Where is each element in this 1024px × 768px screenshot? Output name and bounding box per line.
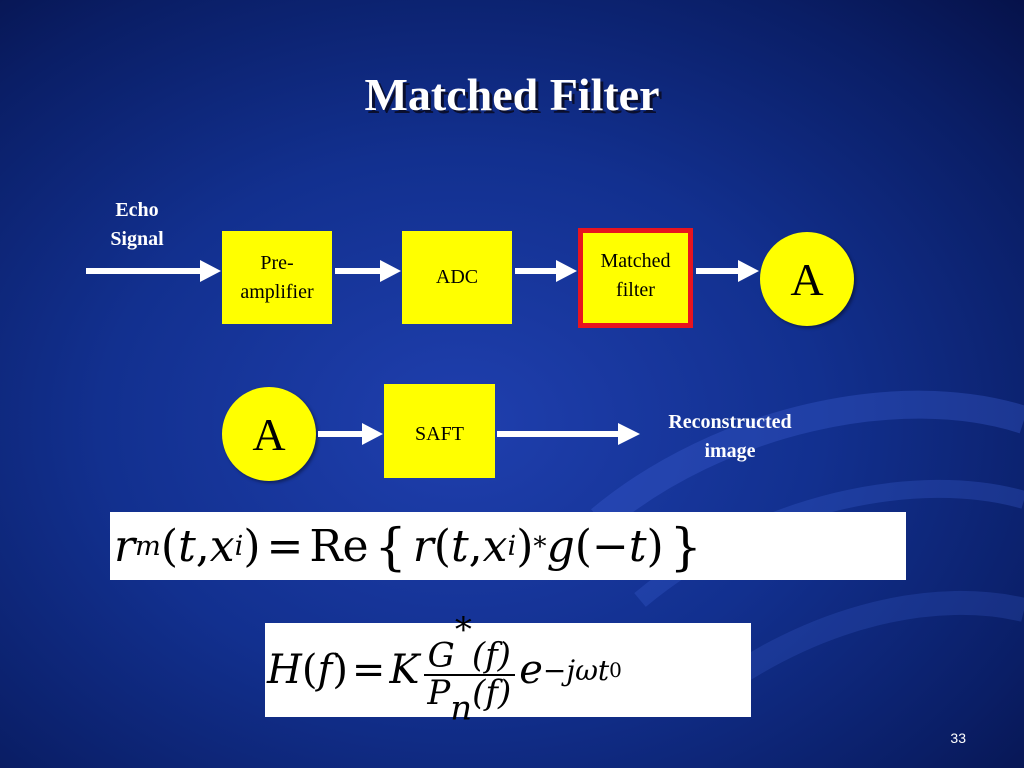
- eq2-P: P: [427, 673, 451, 714]
- eq2-equals: =: [351, 647, 386, 693]
- adc-block: ADC: [402, 231, 512, 324]
- eq1-paren: (: [160, 520, 179, 572]
- matched-filter-block: Matched filter: [578, 228, 693, 328]
- echo-signal-label: Echo Signal: [92, 196, 182, 254]
- eq2-e: e: [519, 647, 543, 693]
- arrow-a-to-saft: [318, 423, 383, 445]
- preamp-label-line1: Pre-: [260, 252, 294, 274]
- eq1-paren: ): [516, 520, 534, 572]
- eq2-conjugate: *: [454, 609, 472, 650]
- eq1-paren: (: [574, 520, 592, 572]
- arrow-preamp-to-adc: [335, 260, 401, 282]
- page-number: 33: [950, 730, 966, 746]
- eq1-equals: =: [266, 520, 304, 572]
- eq1-comma: ,: [468, 520, 483, 572]
- matched-label-line1: Matched: [600, 250, 671, 272]
- eq2-exponent: −jωt: [542, 653, 610, 687]
- eq1-paren: ): [243, 520, 261, 572]
- eq1-brace: {: [374, 516, 407, 576]
- eq1-t: t: [178, 520, 196, 572]
- eq2-f: f: [317, 647, 333, 693]
- eq1-r2: r: [412, 520, 434, 572]
- recon-label-line1: Reconstructed: [668, 411, 792, 433]
- recon-label-line2: image: [704, 440, 756, 462]
- eq1-x: x: [209, 520, 235, 572]
- eq2-K: K: [389, 647, 420, 693]
- eq2-paren: (: [301, 647, 318, 693]
- eq2-den-f: (f): [472, 673, 512, 714]
- eq1-sub-i: i: [234, 530, 244, 562]
- page-title: Matched Filter: [364, 69, 660, 120]
- eq2-paren: ): [332, 647, 348, 693]
- eq2-G: G: [427, 635, 455, 676]
- eq1-t2: t: [450, 520, 469, 572]
- eq2-H: H: [267, 647, 302, 693]
- eq2-numerator: G*(f): [423, 609, 515, 677]
- eq1-r: r: [114, 520, 136, 572]
- eq2-exponent-sub: 0: [609, 658, 622, 682]
- eq2-sub-n: n: [450, 688, 473, 729]
- arrow-echo-to-preamp: [86, 260, 221, 282]
- eq1-paren: ): [646, 520, 664, 572]
- connector-a-output: A: [760, 232, 854, 326]
- saft-label: SAFT: [415, 423, 464, 445]
- eq1-x2: x: [482, 520, 508, 572]
- eq1-sub-i2: i: [507, 530, 517, 562]
- echo-label-line1: Echo: [115, 199, 159, 221]
- adc-label: ADC: [435, 266, 479, 288]
- eq2-fraction: G*(f) Pn(f): [423, 609, 515, 729]
- connector-a-input: A: [222, 387, 316, 481]
- eq2-denominator: Pn(f): [423, 673, 515, 729]
- eq1-conjugate: *: [533, 530, 547, 562]
- eq1-brace: }: [669, 516, 702, 576]
- eq1-minus: −: [591, 520, 629, 572]
- reconstructed-image-label: Reconstructed image: [646, 408, 814, 466]
- eq1-sub-m: m: [135, 530, 161, 562]
- arrow-saft-to-image: [497, 423, 640, 445]
- echo-label-line2: Signal: [110, 228, 164, 250]
- preamp-label-line2: amplifier: [240, 281, 314, 303]
- arrow-matched-to-a: [696, 260, 759, 282]
- eq1-g: g: [546, 520, 575, 572]
- eq2-num-f: (f): [471, 635, 511, 676]
- eq1-comma: ,: [195, 520, 210, 572]
- saft-block: SAFT: [384, 384, 495, 478]
- eq1-paren: (: [433, 520, 451, 572]
- eq1-t3: t: [628, 520, 647, 572]
- preamplifier-block: Pre- amplifier: [222, 231, 332, 324]
- matched-label-line2: filter: [616, 279, 655, 301]
- arrow-adc-to-matched: [515, 260, 577, 282]
- eq1-re: Re: [309, 520, 369, 572]
